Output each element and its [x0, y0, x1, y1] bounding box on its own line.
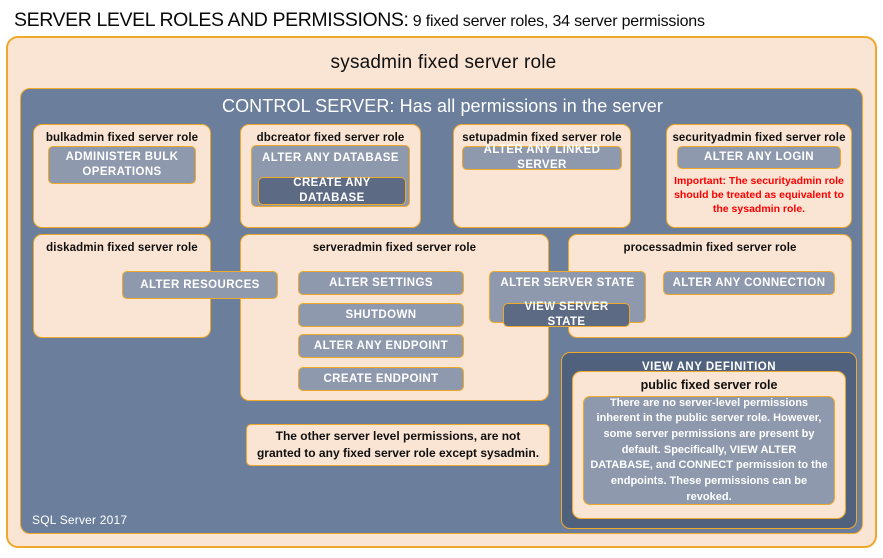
role-box-setupadmin: setupadmin fixed server role — [453, 124, 631, 228]
permission-alter-any-login[interactable]: ALTER ANY LOGIN — [677, 146, 841, 169]
view-any-definition-label: VIEW ANY DEFINITION — [641, 361, 777, 373]
permission-create-endpoint[interactable]: CREATE ENDPOINT — [298, 367, 464, 391]
page-title-subtitle: 9 fixed server roles, 34 server permissi… — [408, 13, 705, 30]
public-role-note: There are no server-level permissions in… — [583, 396, 835, 505]
permission-alter-any-connection[interactable]: ALTER ANY CONNECTION — [663, 271, 835, 295]
role-title-public: public fixed server role — [640, 378, 778, 392]
permission-alter-any-endpoint[interactable]: ALTER ANY ENDPOINT — [298, 334, 464, 358]
other-permissions-note: The other server level permissions, are … — [246, 424, 550, 466]
sysadmin-role-label: sysadmin fixed server role — [330, 52, 557, 73]
role-title-dbcreator: dbcreator fixed server role — [256, 132, 405, 144]
permission-create-any-database[interactable]: CREATE ANY DATABASE — [258, 177, 406, 205]
role-title-serveradmin: serveradmin fixed server role — [312, 242, 477, 254]
permission-shutdown[interactable]: SHUTDOWN — [298, 303, 464, 327]
role-box-securityadmin: securityadmin fixed server role — [666, 124, 852, 228]
securityadmin-warning-note: Important: The securityadmin role should… — [674, 175, 844, 216]
footer-version-label: SQL Server 2017 — [32, 513, 128, 527]
page-title: SERVER LEVEL ROLES AND PERMISSIONS: 9 fi… — [14, 9, 874, 33]
role-title-securityadmin: securityadmin fixed server role — [672, 132, 846, 144]
permission-alter-resources[interactable]: ALTER RESOURCES — [122, 271, 278, 299]
role-title-processadmin: processadmin fixed server role — [623, 242, 797, 254]
role-title-setupadmin: setupadmin fixed server role — [462, 132, 622, 144]
permission-view-server-state[interactable]: VIEW SERVER STATE — [503, 301, 630, 328]
page-title-main: SERVER LEVEL ROLES AND PERMISSIONS: — [14, 9, 409, 31]
permission-alter-settings[interactable]: ALTER SETTINGS — [298, 271, 464, 295]
role-title-bulkadmin: bulkadmin fixed server role — [45, 132, 199, 144]
permission-alter-any-linked-server[interactable]: ALTER ANY LINKED SERVER — [462, 144, 622, 171]
control-server-label: CONTROL SERVER: Has all permissions in t… — [221, 96, 664, 116]
role-title-diskadmin: diskadmin fixed server role — [46, 242, 198, 254]
permission-administer-bulk-operations[interactable]: ADMINISTER BULK OPERATIONS — [48, 146, 196, 184]
